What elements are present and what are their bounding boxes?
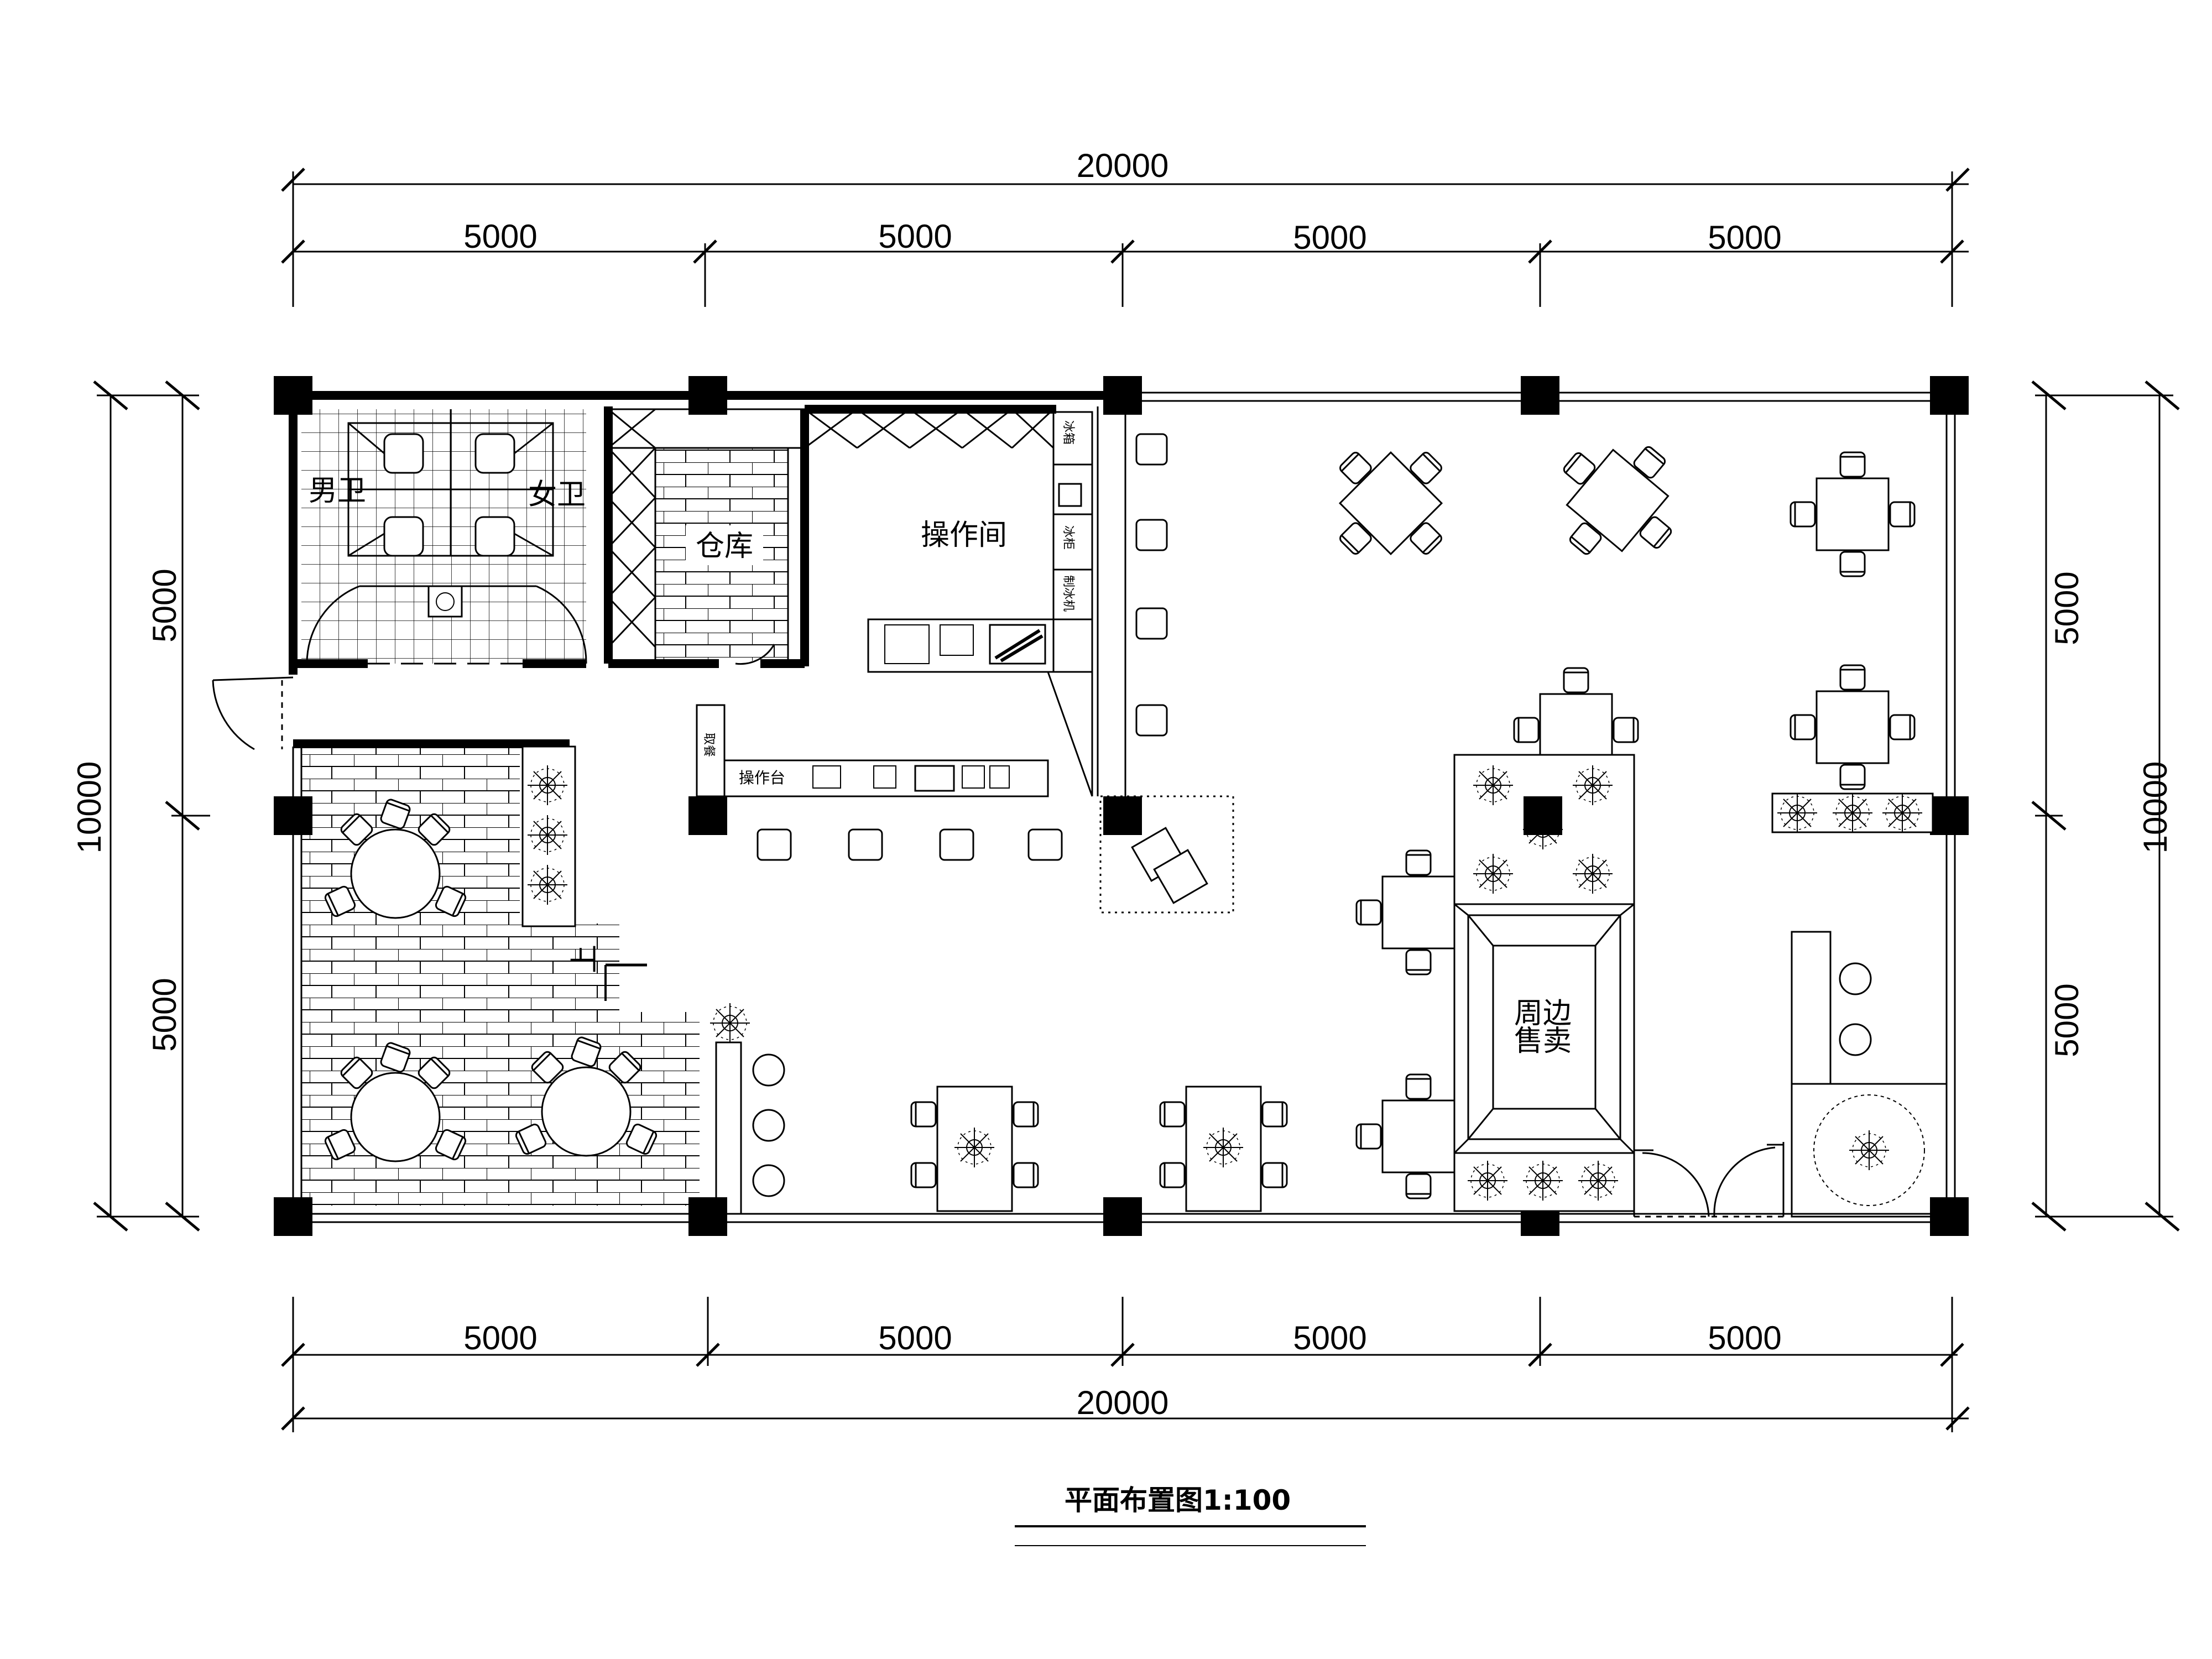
dim-top-seg-4: 5000 — [1708, 219, 1781, 256]
left-entry-door — [212, 676, 294, 750]
merch-stand — [1453, 903, 1635, 1212]
dim-left-seg-2: 5000 — [146, 978, 183, 1051]
drawing-title: 平面布置图1:100 — [1065, 1484, 1291, 1516]
merch-label-line2: 售卖 — [1514, 1025, 1572, 1058]
dim-right-seg-2: 5000 — [2048, 983, 2085, 1057]
equip-label-ice-maker: 制冰机 — [1061, 575, 1075, 612]
dim-right-total: 10000 — [2137, 761, 2174, 854]
dim-top-seg-3: 5000 — [1293, 219, 1366, 256]
room-label-pickup: 取餐 — [702, 733, 716, 757]
dining-tables — [910, 413, 1914, 1212]
dimension-left: 10000 5000 5000 — [71, 380, 210, 1232]
dim-bottom-total: 20000 — [1077, 1384, 1169, 1421]
stair-arrow — [604, 963, 647, 1001]
dim-bottom-seg-4: 5000 — [1708, 1319, 1781, 1357]
room-label-kitchen: 操作间 — [921, 519, 1007, 552]
kitchen-equipment — [867, 411, 1093, 797]
dimension-right: 5000 5000 10000 — [2031, 380, 2180, 1232]
interior-walls — [604, 405, 1056, 668]
storage-label-bg — [686, 525, 763, 565]
room-label-counter: 操作台 — [739, 769, 785, 787]
stair-label: 上 — [568, 945, 602, 973]
right-bar-counter — [1791, 931, 1948, 1218]
central-planter — [1453, 754, 1635, 905]
toilet-tile-floor — [301, 409, 586, 664]
toilet-fixtures — [306, 409, 587, 664]
dim-top-seg-1: 5000 — [463, 218, 537, 255]
window-bar-stools — [709, 1003, 785, 1215]
planter-box-kitchen — [1099, 795, 1234, 914]
merch-label-line1: 周边 — [1514, 997, 1572, 1030]
counter-stools — [757, 828, 1063, 861]
dim-left-seg-1: 5000 — [146, 568, 183, 642]
dimension-bottom: 5000 5000 5000 5000 20000 — [281, 1297, 1970, 1432]
dim-top-total: 20000 — [1077, 147, 1169, 184]
equip-label-ice: 冰箱 — [1061, 420, 1075, 445]
dim-left-total: 10000 — [71, 761, 108, 854]
dim-bottom-seg-2: 5000 — [878, 1319, 952, 1357]
dim-bottom-seg-1: 5000 — [463, 1319, 537, 1357]
room-label-women-toilet: 女卫 — [528, 478, 586, 512]
bar-stools-column — [1097, 406, 1168, 796]
dim-right-seg-1: 5000 — [2048, 571, 2085, 645]
dimension-top: 20000 5000 5000 5000 5000 — [281, 147, 1970, 307]
right-entrance — [1633, 1142, 1785, 1218]
right-planter — [1771, 792, 1934, 833]
terrace-furniture — [324, 745, 658, 1161]
dim-top-seg-2: 5000 — [878, 218, 952, 255]
room-label-men-toilet: 男卫 — [309, 474, 366, 508]
dim-bottom-seg-3: 5000 — [1293, 1319, 1366, 1357]
room-label-storage: 仓库 — [696, 530, 753, 563]
equip-label-fridge: 冰柜 — [1061, 525, 1075, 550]
service-counter — [696, 704, 1049, 797]
